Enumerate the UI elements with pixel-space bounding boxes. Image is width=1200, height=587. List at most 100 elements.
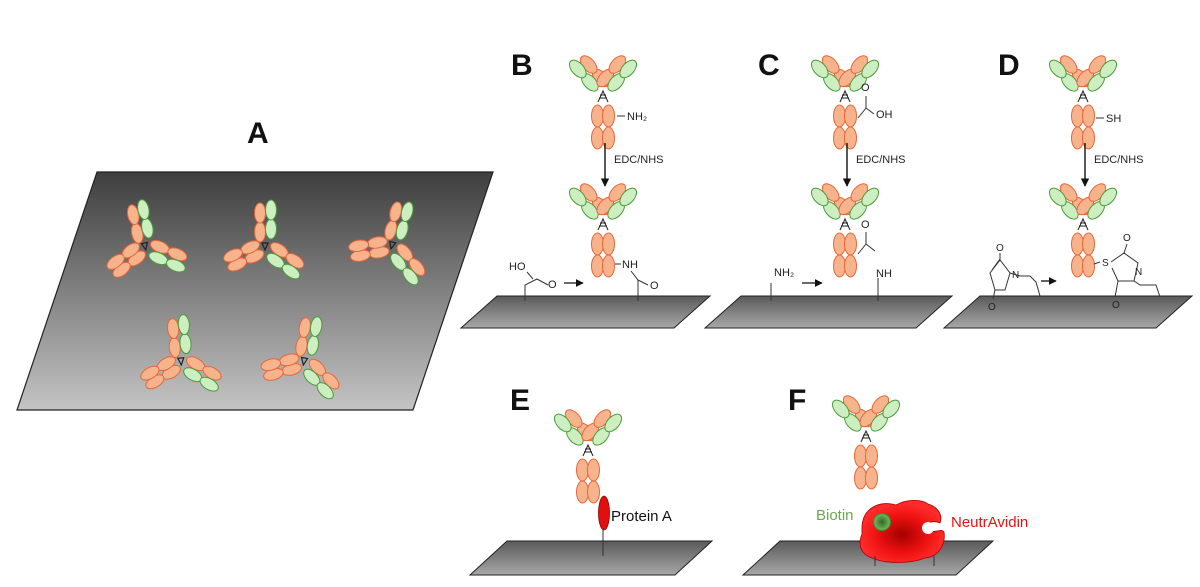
- panel-c-product-o: O: [861, 219, 870, 231]
- panel-b-amine-label: NH₂: [627, 111, 647, 123]
- fc-domain: [854, 444, 867, 468]
- fc-domain: [833, 232, 846, 256]
- light-domain: [281, 263, 301, 280]
- panel-c-product-nh: NH: [876, 268, 892, 280]
- panel-c-reagent: EDC/NHS: [856, 154, 906, 166]
- panel-d-surface: [942, 295, 1194, 329]
- fab-arm: [254, 199, 277, 243]
- light-domain: [1048, 187, 1067, 207]
- fc-domain: [602, 254, 615, 278]
- fc-domain: [1082, 254, 1095, 278]
- fc-domain: [576, 480, 589, 504]
- light-domain: [619, 59, 638, 79]
- light-domain: [165, 258, 186, 273]
- antibody: [1048, 55, 1118, 150]
- panel-a-letter: A: [247, 117, 269, 150]
- fc-domain: [587, 480, 600, 504]
- hinge-bonds: [597, 89, 609, 103]
- light-domain: [568, 187, 587, 207]
- panel-e-antibody: [553, 409, 623, 504]
- light-domain: [265, 199, 277, 221]
- panel-c-carboxyl-oh: OH: [876, 109, 893, 121]
- fab-arm: [266, 242, 305, 280]
- fc-arm: [223, 240, 265, 272]
- panel-a-antibody-4: [140, 314, 222, 392]
- panel-d-maleimide-o1: O: [996, 243, 1004, 254]
- panel-b-reagent: EDC/NHS: [614, 154, 664, 166]
- fc-domain: [1071, 126, 1084, 150]
- panel-c-letter: C: [758, 49, 780, 82]
- panel-d-product-ring: [1093, 243, 1161, 298]
- panel-a-antibody-3: [348, 201, 426, 286]
- light-domain: [265, 218, 277, 240]
- hinge-bonds: [300, 356, 309, 367]
- panel-a-antibody-5: [260, 316, 340, 400]
- panel-f-letter: F: [788, 384, 806, 417]
- panel-c-amide-bond: [857, 232, 879, 301]
- fab-arm: [1076, 55, 1118, 92]
- light-domain: [309, 316, 323, 337]
- hinge-bonds: [597, 217, 609, 231]
- panel-d-product-n: N: [1135, 267, 1142, 278]
- antibody: [568, 55, 638, 150]
- panel-f: F Biotin NeutrAvidin: [741, 384, 1028, 576]
- fc-domain: [833, 104, 846, 128]
- antibody: [553, 409, 623, 504]
- panel-c-carboxyl-o: O: [861, 82, 870, 94]
- fc-domain: [587, 458, 600, 482]
- fc-domain: [1071, 232, 1084, 256]
- panel-b-product-nh: NH: [622, 259, 638, 271]
- fab-arm: [390, 243, 426, 286]
- hinge-bonds: [860, 429, 872, 443]
- fc-domain: [865, 444, 878, 468]
- fab-arm: [295, 316, 323, 357]
- panel-b-amide-bond-2: [630, 270, 649, 301]
- panel-a-antibody-2: [223, 199, 305, 280]
- panel-e-protein-a: [598, 495, 610, 531]
- light-domain: [831, 399, 850, 419]
- panel-d: D SH EDC/NHS O O N S O O N: [942, 49, 1194, 329]
- fc-domain: [1071, 254, 1084, 278]
- light-domain: [568, 59, 587, 79]
- fab-arm: [384, 201, 414, 241]
- fab-arm: [183, 356, 222, 392]
- heavy-domain: [254, 202, 266, 224]
- fab-arm: [596, 183, 638, 220]
- fab-arm: [1076, 183, 1118, 220]
- fc-domain: [1082, 104, 1095, 128]
- fc-domain: [591, 232, 604, 256]
- antibody: [810, 183, 880, 278]
- panel-d-maleimide-arms: [992, 253, 1041, 300]
- heavy-domain: [254, 221, 266, 243]
- light-domain: [1048, 59, 1067, 79]
- panel-c-antibody-bottom: [810, 183, 880, 278]
- light-domain: [861, 59, 880, 79]
- panel-b-surface-o: O: [548, 279, 557, 291]
- fab-arm: [838, 183, 880, 220]
- panel-b-antibody-bottom: [568, 183, 638, 278]
- panel-b-product-o: O: [650, 280, 659, 292]
- panel-f-neutravidin-label: NeutrAvidin: [951, 514, 1028, 531]
- fab-arm: [596, 55, 638, 92]
- fc-domain: [140, 365, 160, 381]
- panel-b-ho-bond: [526, 271, 534, 280]
- panel-b-surface: [459, 295, 712, 329]
- fc-domain: [576, 458, 589, 482]
- antibody: [1048, 183, 1118, 278]
- fab-arm: [167, 314, 192, 358]
- panel-f-antibody: [831, 395, 901, 490]
- fab-arm: [126, 199, 154, 244]
- panel-d-reagent: EDC/NHS: [1094, 154, 1144, 166]
- panel-d-thiol-label: SH: [1106, 113, 1121, 125]
- light-domain: [402, 267, 419, 286]
- fc-domain: [833, 254, 846, 278]
- fc-domain: [865, 466, 878, 490]
- fc-domain: [1082, 232, 1095, 256]
- fc-domain: [591, 126, 604, 150]
- fc-domain: [1071, 104, 1084, 128]
- panel-e: E Protein A: [468, 384, 714, 576]
- hinge-bonds: [389, 240, 397, 251]
- fc-domain: [844, 104, 857, 128]
- fab-arm: [581, 409, 623, 446]
